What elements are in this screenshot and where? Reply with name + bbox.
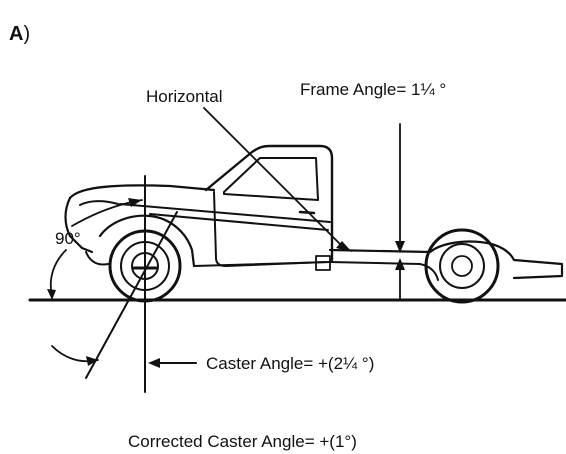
- truck-body-upper-line: [119, 203, 331, 223]
- panel-label: A): [9, 23, 30, 45]
- truck-bumper: [85, 251, 109, 266]
- truck-body-stripe: [149, 213, 329, 231]
- rear-hub: [451, 255, 473, 277]
- caster-angle-label: Caster Angle= +(2¼ °): [206, 354, 374, 373]
- truck-front-fender: [98, 214, 196, 268]
- truck-frame-lower: [329, 261, 439, 281]
- truck-headlight: [79, 200, 119, 206]
- frame-reference-arrowhead: [128, 198, 142, 207]
- ninety-degree-arrowhead: [47, 289, 56, 300]
- truck-cab: [204, 144, 334, 262]
- frame-angle-label: Frame Angle= 1¼ °: [300, 80, 446, 99]
- horizontal-leader-line: [203, 107, 343, 247]
- panel-paren: ): [23, 23, 30, 45]
- corrected-caster-angle-label: Corrected Caster Angle= +(1°): [128, 432, 357, 451]
- truck-door-handle: [298, 210, 316, 215]
- truck-rear-frame: [428, 240, 564, 280]
- ninety-degree-label: 90°: [55, 229, 81, 248]
- truck-front-grille: [64, 196, 94, 254]
- horizontal-label: Horizontal: [146, 87, 223, 106]
- truck-window: [223, 157, 319, 201]
- steering-axis-line: [85, 211, 178, 379]
- truck-door: [213, 191, 327, 267]
- truck-frame-rail: [328, 248, 432, 254]
- rear-tire-inner: [439, 243, 485, 289]
- ninety-degree-arc: [49, 249, 67, 297]
- truck-hood: [68, 184, 216, 200]
- frame-angle-arrowhead-down: [395, 241, 405, 253]
- caster-angle-arc-arrowhead: [86, 356, 98, 366]
- rear-tire: [424, 228, 500, 304]
- caster-angle-pointer-arrowhead: [148, 358, 160, 368]
- panel-letter: A: [9, 23, 23, 45]
- horizontal-leader-arrowhead: [336, 241, 352, 252]
